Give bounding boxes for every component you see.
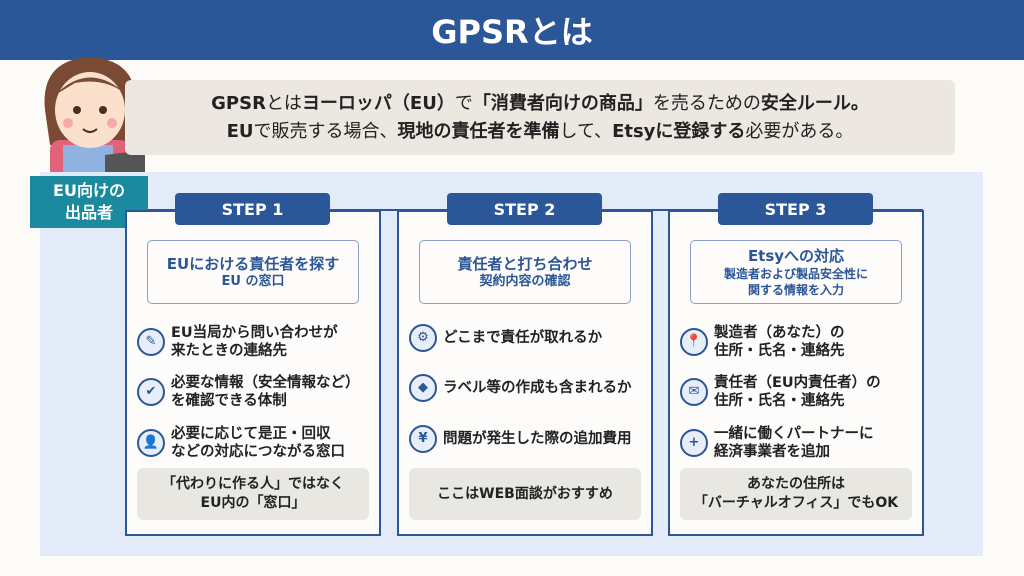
list-item: ✎ EU当局から問い合わせが来たときの連絡先 bbox=[137, 324, 377, 360]
summary-segment: を売るための bbox=[652, 92, 761, 114]
step-subtitle: 関する情報を入力 bbox=[747, 283, 844, 297]
summary-segment: で販売する場合、 bbox=[253, 120, 398, 142]
page-title: GPSRとは bbox=[0, 0, 1024, 60]
step-subtitle: 製造者および製品安全性に bbox=[723, 267, 868, 281]
list-item: ¥ 問題が発生した際の追加費用 bbox=[409, 425, 649, 453]
hands-gear-icon: ⚙ bbox=[409, 324, 437, 352]
summary-box: GPSRとはヨーロッパ（EU）で「消費者向けの商品」を売るための安全ルール。 E… bbox=[125, 80, 955, 155]
item-line-1: 必要な情報（安全情報など） bbox=[171, 375, 360, 391]
step-3-heading-box: Etsyへの対応製造者および製品安全性に関する情報を入力 bbox=[690, 240, 902, 304]
item-line-1: EU当局から問い合わせが bbox=[171, 325, 338, 341]
item-line-2: を確認できる体制 bbox=[171, 393, 287, 409]
item-text: 問題が発生した際の追加費用 bbox=[443, 430, 632, 448]
step-2-label: STEP 2 bbox=[447, 193, 602, 225]
summary-line-1: GPSRとはヨーロッパ（EU）で「消費者向けの商品」を売るための安全ルール。 bbox=[211, 90, 869, 118]
document-edit-icon: ✎ bbox=[137, 328, 165, 356]
step-1-label: STEP 1 bbox=[175, 193, 330, 225]
summary-segment: Etsyに登録する bbox=[612, 120, 746, 142]
item-line-1: 製造者（あなた）の bbox=[714, 325, 845, 341]
summary-segment: 「消費者向けの商品」 bbox=[472, 92, 653, 114]
item-line-1: 一緒に働くパートナーに bbox=[714, 426, 874, 442]
item-line-1: 必要に応じて是正・回収 bbox=[171, 426, 331, 442]
summary-segment: ヨーロッパ（EU） bbox=[301, 92, 455, 114]
step-2-card: 責任者と打ち合わせ契約内容の確認 ⚙ どこまで責任が取れるか ◆ ラベル等の作成… bbox=[397, 210, 653, 536]
list-item: ◆ ラベル等の作成も含まれるか bbox=[409, 374, 649, 402]
step-subtitle: EU の窓口 bbox=[221, 274, 285, 289]
list-item: ✉ 責任者（EU内責任者）の住所・氏名・連絡先 bbox=[680, 374, 920, 410]
tag-line-1: EU向けの bbox=[53, 181, 125, 200]
item-text: 必要に応じて是正・回収などの対応につながる窓口 bbox=[171, 425, 345, 461]
summary-segment: 現地の責任者を準備 bbox=[397, 120, 560, 142]
item-line-2: 住所・氏名・連絡先 bbox=[714, 343, 845, 359]
item-line-2: などの対応につながる窓口 bbox=[171, 444, 345, 460]
item-line-1: 責任者（EU内責任者）の bbox=[714, 375, 881, 391]
summary-segment: EU bbox=[226, 120, 254, 142]
envelope-location-icon: ✉ bbox=[680, 378, 708, 406]
step-3-label: STEP 3 bbox=[718, 193, 873, 225]
step-subtitle: 契約内容の確認 bbox=[479, 274, 571, 289]
item-text: 必要な情報（安全情報など） を確認できる体制 bbox=[171, 374, 360, 410]
item-text: 一緒に働くパートナーに経済事業者を追加 bbox=[714, 425, 874, 461]
label-tag-icon: ◆ bbox=[409, 374, 437, 402]
note-line-2: 「バーチャルオフィス」でもOK bbox=[693, 495, 899, 511]
item-line-2: 経済事業者を追加 bbox=[714, 444, 830, 460]
item-text: EU当局から問い合わせが来たときの連絡先 bbox=[171, 324, 338, 360]
item-line-2: 住所・氏名・連絡先 bbox=[714, 393, 845, 409]
list-item: ⚙ どこまで責任が取れるか bbox=[409, 324, 649, 352]
summary-line-2: EUで販売する場合、現地の責任者を準備して、Etsyに登録する必要がある。 bbox=[227, 118, 854, 146]
summary-segment: 必要がある。 bbox=[745, 120, 854, 142]
list-item: + 一緒に働くパートナーに経済事業者を追加 bbox=[680, 425, 920, 461]
note-line-1: 「代わりに作る人」ではなく bbox=[162, 476, 344, 492]
item-text: どこまで責任が取れるか bbox=[443, 329, 602, 347]
money-hand-icon: ¥ bbox=[409, 425, 437, 453]
person-icon: 👤 bbox=[137, 429, 165, 457]
note-line-1: ここはWEB面談がおすすめ bbox=[437, 485, 613, 502]
item-text: ラベル等の作成も含まれるか bbox=[443, 379, 632, 397]
step-1-note: 「代わりに作る人」ではなく EU内の「窓口」 bbox=[137, 468, 369, 520]
summary-segment: で bbox=[454, 92, 473, 114]
check-icon: ✔ bbox=[137, 378, 165, 406]
list-item: ✔ 必要な情報（安全情報など） を確認できる体制 bbox=[137, 374, 377, 410]
item-text: 製造者（あなた）の住所・氏名・連絡先 bbox=[714, 324, 845, 360]
summary-segment: とは bbox=[265, 92, 302, 114]
step-title: 責任者と打ち合わせ bbox=[457, 255, 593, 273]
note-line-2: EU内の「窓口」 bbox=[200, 495, 306, 511]
list-item: 📍 製造者（あなた）の住所・氏名・連絡先 bbox=[680, 324, 920, 360]
add-user-icon: + bbox=[680, 429, 708, 457]
summary-segment: 安全ルール。 bbox=[760, 92, 869, 114]
step-title: Etsyへの対応 bbox=[747, 247, 845, 265]
item-line-1: ラベル等の作成も含まれるか bbox=[443, 380, 632, 396]
summary-segment: して、 bbox=[559, 120, 613, 142]
step-title: EUにおける責任者を探す bbox=[166, 255, 340, 273]
list-item: 👤 必要に応じて是正・回収などの対応につながる窓口 bbox=[137, 425, 377, 461]
seller-tag: EU向けの 出品者 bbox=[30, 176, 148, 228]
step-2-heading-box: 責任者と打ち合わせ契約内容の確認 bbox=[419, 240, 631, 304]
step-3-note: あなたの住所は「バーチャルオフィス」でもOK bbox=[680, 468, 912, 520]
item-line-2: 来たときの連絡先 bbox=[171, 343, 287, 359]
note-line-1: あなたの住所は bbox=[747, 476, 845, 492]
address-card-icon: 📍 bbox=[680, 328, 708, 356]
seller-avatar-illustration bbox=[44, 57, 145, 175]
step-2-note: ここはWEB面談がおすすめ bbox=[409, 468, 641, 520]
tag-line-2: 出品者 bbox=[64, 203, 113, 222]
item-text: 責任者（EU内責任者）の住所・氏名・連絡先 bbox=[714, 374, 881, 410]
item-line-1: 問題が発生した際の追加費用 bbox=[443, 431, 632, 447]
item-line-1: どこまで責任が取れるか bbox=[443, 330, 603, 346]
summary-segment: GPSR bbox=[211, 92, 266, 114]
step-3-card: Etsyへの対応製造者および製品安全性に関する情報を入力 📍 製造者（あなた）の… bbox=[668, 210, 924, 536]
